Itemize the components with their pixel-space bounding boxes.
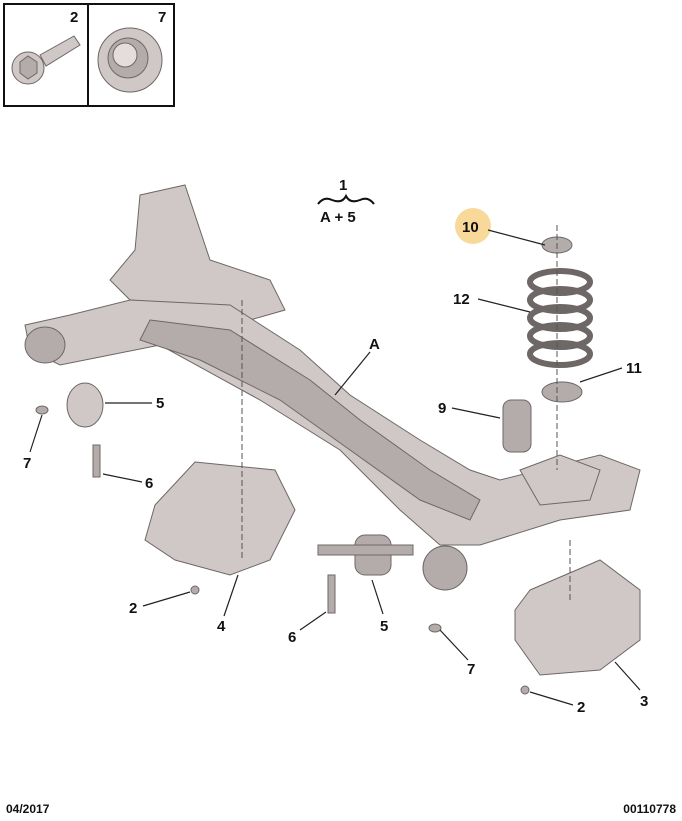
callout-12[interactable]: 12 xyxy=(453,291,470,308)
brace-icon xyxy=(317,193,375,205)
bolt-center xyxy=(327,574,336,614)
callout-6-left[interactable]: 6 xyxy=(145,475,153,492)
callout-2-right[interactable]: 2 xyxy=(577,699,585,716)
callouts: 10 12 A 11 9 5 7 6 2 4 6 5 7 2 3 xyxy=(23,208,648,716)
diagram-reference: 00110778 xyxy=(623,802,676,816)
inset-label-bolt: 2 xyxy=(70,9,78,26)
coil-spring xyxy=(527,268,593,368)
callout-11[interactable]: 11 xyxy=(626,360,642,377)
diagram-date: 04/2017 xyxy=(6,802,50,816)
callout-7-left[interactable]: 7 xyxy=(23,455,31,472)
washer-icon xyxy=(97,27,163,93)
callout-5-left[interactable]: 5 xyxy=(156,395,164,412)
callout-6-center[interactable]: 6 xyxy=(288,629,296,646)
callout-9[interactable]: 9 xyxy=(438,400,446,417)
callout-A[interactable]: A xyxy=(369,336,380,353)
callout-highlight xyxy=(455,208,491,244)
spring-seat-lower xyxy=(541,381,583,403)
assembly-number: 1 xyxy=(339,177,347,194)
bolt-left xyxy=(92,444,101,478)
bump-stop xyxy=(502,399,532,453)
assembly-contents: A + 5 xyxy=(320,209,356,226)
bushing-left xyxy=(66,382,104,428)
callout-7-right[interactable]: 7 xyxy=(467,661,475,678)
callout-10[interactable]: 10 xyxy=(462,219,479,236)
rear-axle-drawing xyxy=(24,184,641,695)
inset-label-washer: 7 xyxy=(158,9,166,26)
assembly-note: 1 A + 5 xyxy=(317,177,375,226)
callout-5-center[interactable]: 5 xyxy=(380,618,388,635)
callout-2-left[interactable]: 2 xyxy=(129,600,137,617)
callout-3[interactable]: 3 xyxy=(640,693,648,710)
bolt-icon xyxy=(11,35,81,85)
callout-4[interactable]: 4 xyxy=(217,618,226,635)
bushing-bracket xyxy=(317,544,414,556)
inset-panel: 2 7 xyxy=(3,3,175,107)
